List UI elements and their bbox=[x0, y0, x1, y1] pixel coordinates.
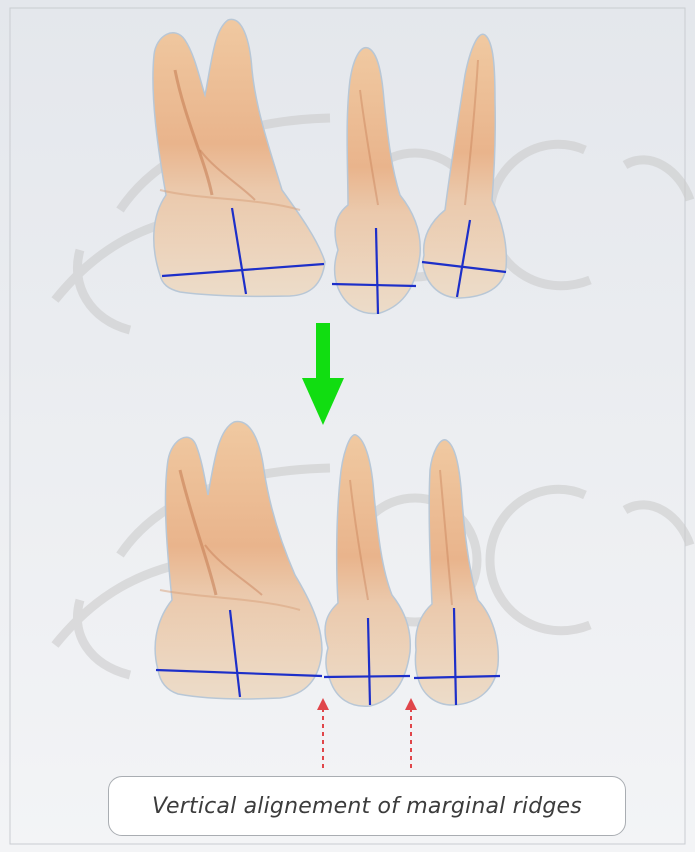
caption-box: Vertical alignement of marginal ridges bbox=[108, 776, 626, 836]
caption-text: Vertical alignement of marginal ridges bbox=[152, 794, 582, 819]
